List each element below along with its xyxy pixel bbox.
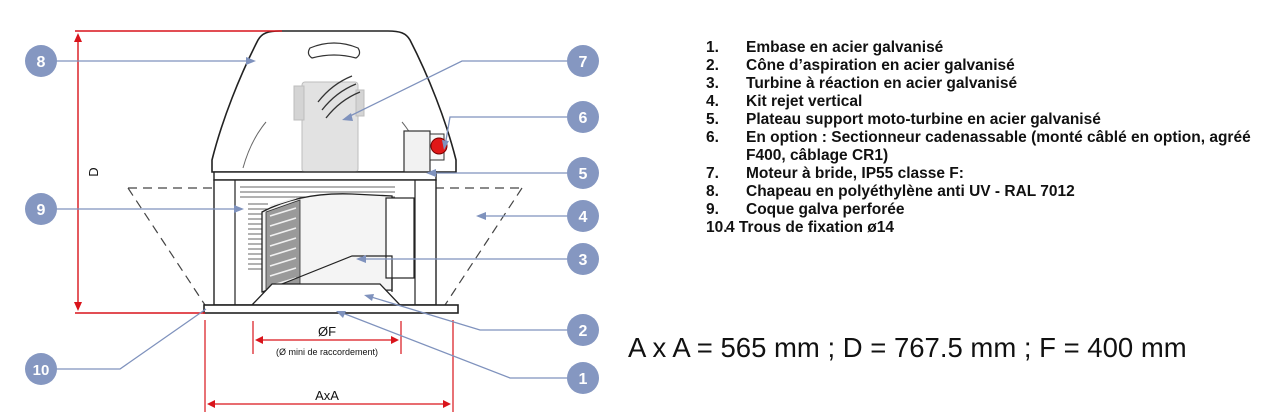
dimension-a-label: AxA — [315, 388, 339, 403]
badge-10: 10 — [25, 353, 57, 385]
galvanised-base — [203, 304, 459, 314]
legend-item: 8.Chapeau en polyéthylène anti UV - RAL … — [706, 183, 1075, 200]
svg-text:7: 7 — [579, 54, 588, 71]
svg-text:9: 9 — [37, 202, 46, 219]
legend-item: 4.Kit rejet vertical — [706, 93, 863, 110]
dimension-f-label: ØF — [318, 324, 336, 339]
badge-9: 9 — [25, 193, 57, 225]
svg-text:1: 1 — [579, 371, 588, 388]
legend-item: 9.Coque galva perforée — [706, 201, 905, 218]
badge-5: 5 — [567, 157, 599, 189]
leader-arrowheads — [234, 57, 486, 318]
badge-7: 7 — [567, 45, 599, 77]
legend-item: 3.Turbine à réaction en acier galvanisé — [706, 75, 1018, 92]
isolator-switch — [403, 130, 448, 176]
svg-text:2: 2 — [579, 323, 588, 340]
legend-item: 1.Embase en acier galvanisé — [706, 39, 944, 56]
dimension-d — [75, 30, 282, 314]
fan-diagram: D ØF (Ø mini de raccordement) AxA — [25, 30, 599, 412]
vertical-discharge-kit — [127, 187, 523, 306]
turbine — [261, 193, 415, 293]
legend-item: 6.En option : Sectionneur cadenassable (… — [706, 129, 1251, 164]
svg-text:10: 10 — [33, 362, 50, 379]
dimension-f-note: (Ø mini de raccordement) — [276, 347, 378, 357]
svg-text:8: 8 — [37, 54, 46, 71]
component-legend: 1.Embase en acier galvanisé 2.Cône d’asp… — [706, 39, 1266, 237]
svg-text:3: 3 — [579, 252, 588, 269]
badge-2: 2 — [567, 314, 599, 346]
svg-text:4: 4 — [579, 209, 588, 226]
badge-8: 8 — [25, 45, 57, 77]
dimension-a — [204, 320, 454, 412]
dimension-d-label: D — [86, 167, 101, 176]
legend-item: 7.Moteur à bride, IP55 classe F: — [706, 165, 964, 182]
dimension-formula: A x A = 565 mm ; D = 767.5 mm ; F = 400 … — [628, 332, 1187, 363]
legend-item: 5.Plateau support moto-turbine en acier … — [706, 111, 1101, 128]
support-plate — [213, 171, 437, 181]
hood-handle — [307, 42, 361, 59]
badge-6: 6 — [567, 101, 599, 133]
leader-lines — [55, 60, 567, 379]
dimension-f — [252, 321, 402, 354]
suction-cone — [250, 283, 402, 306]
badge-1: 1 — [567, 362, 599, 394]
legend-item: 2.Cône d’aspiration en acier galvanisé — [706, 57, 1015, 74]
svg-text:5: 5 — [579, 166, 588, 183]
svg-text:6: 6 — [579, 110, 588, 127]
badge-4: 4 — [567, 200, 599, 232]
badge-3: 3 — [567, 243, 599, 275]
legend-item: 10.4 Trous de fixation ø14 — [706, 219, 894, 236]
motor — [293, 75, 365, 173]
